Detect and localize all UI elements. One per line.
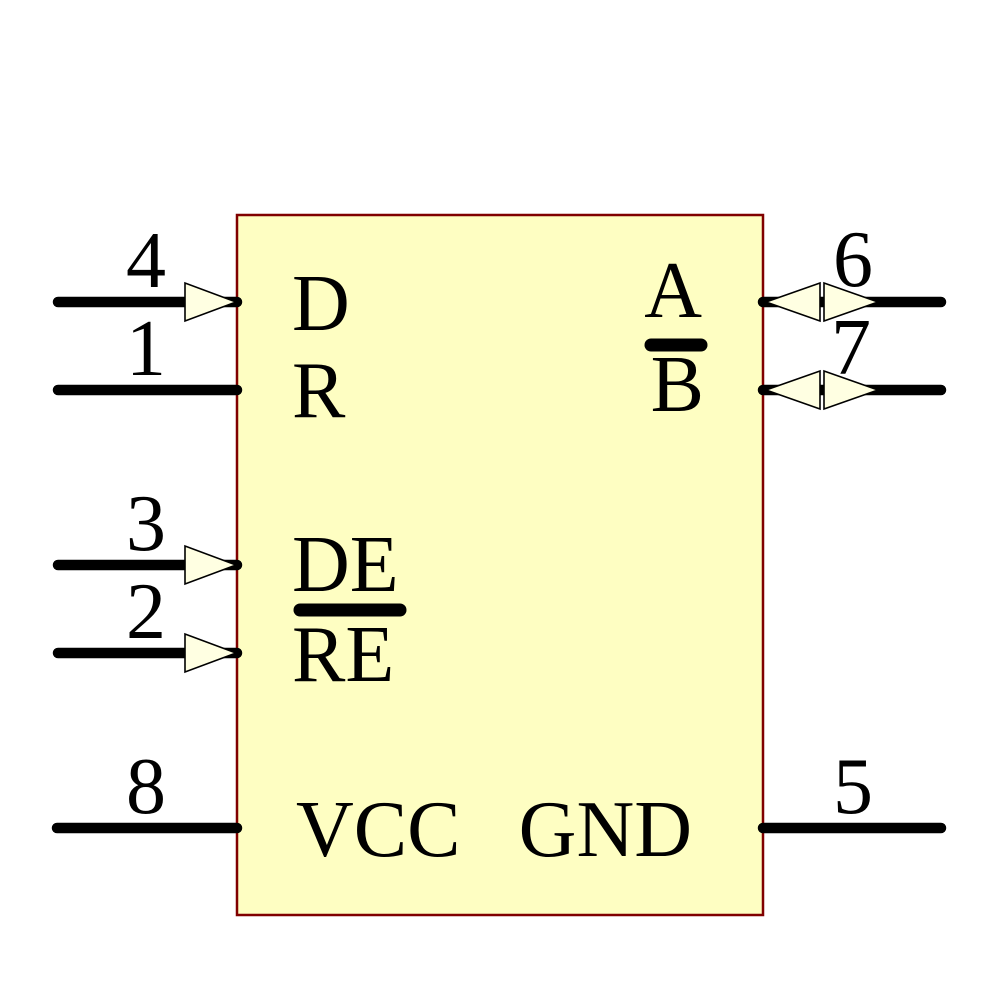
pin-label-de: DE (292, 521, 399, 609)
input-arrow-icon-pin2 (184, 632, 239, 674)
pin-label-r: R (292, 347, 346, 435)
component-body (235, 213, 765, 917)
pin-number-4: 4 (126, 217, 166, 305)
pin-number-3: 3 (126, 480, 166, 568)
pin-label-re: RE (292, 611, 394, 699)
bidir-arrow-right-icon-pin7 (823, 369, 881, 411)
bidir-arrow-left-icon-pin6 (763, 281, 821, 323)
pin-number-8: 8 (126, 743, 166, 831)
pin-label-d: D (292, 260, 350, 348)
pin-number-1: 1 (126, 305, 166, 393)
pin-number-2: 2 (126, 568, 166, 656)
pin-label-vcc: VCC (296, 786, 461, 874)
pin-label-b: B (651, 341, 704, 429)
pin-label-gnd: GND (519, 786, 692, 874)
bidir-arrow-right-icon-pin6 (823, 281, 881, 323)
pin-label-a: A (644, 247, 702, 335)
pin-number-6: 6 (833, 216, 873, 304)
pin-number-5: 5 (833, 743, 873, 831)
input-arrow-icon-pin3 (184, 544, 239, 586)
input-arrow-icon-pin4 (184, 281, 239, 323)
pin-number-7: 7 (831, 304, 871, 392)
bidir-arrow-left-icon-pin7 (763, 369, 821, 411)
